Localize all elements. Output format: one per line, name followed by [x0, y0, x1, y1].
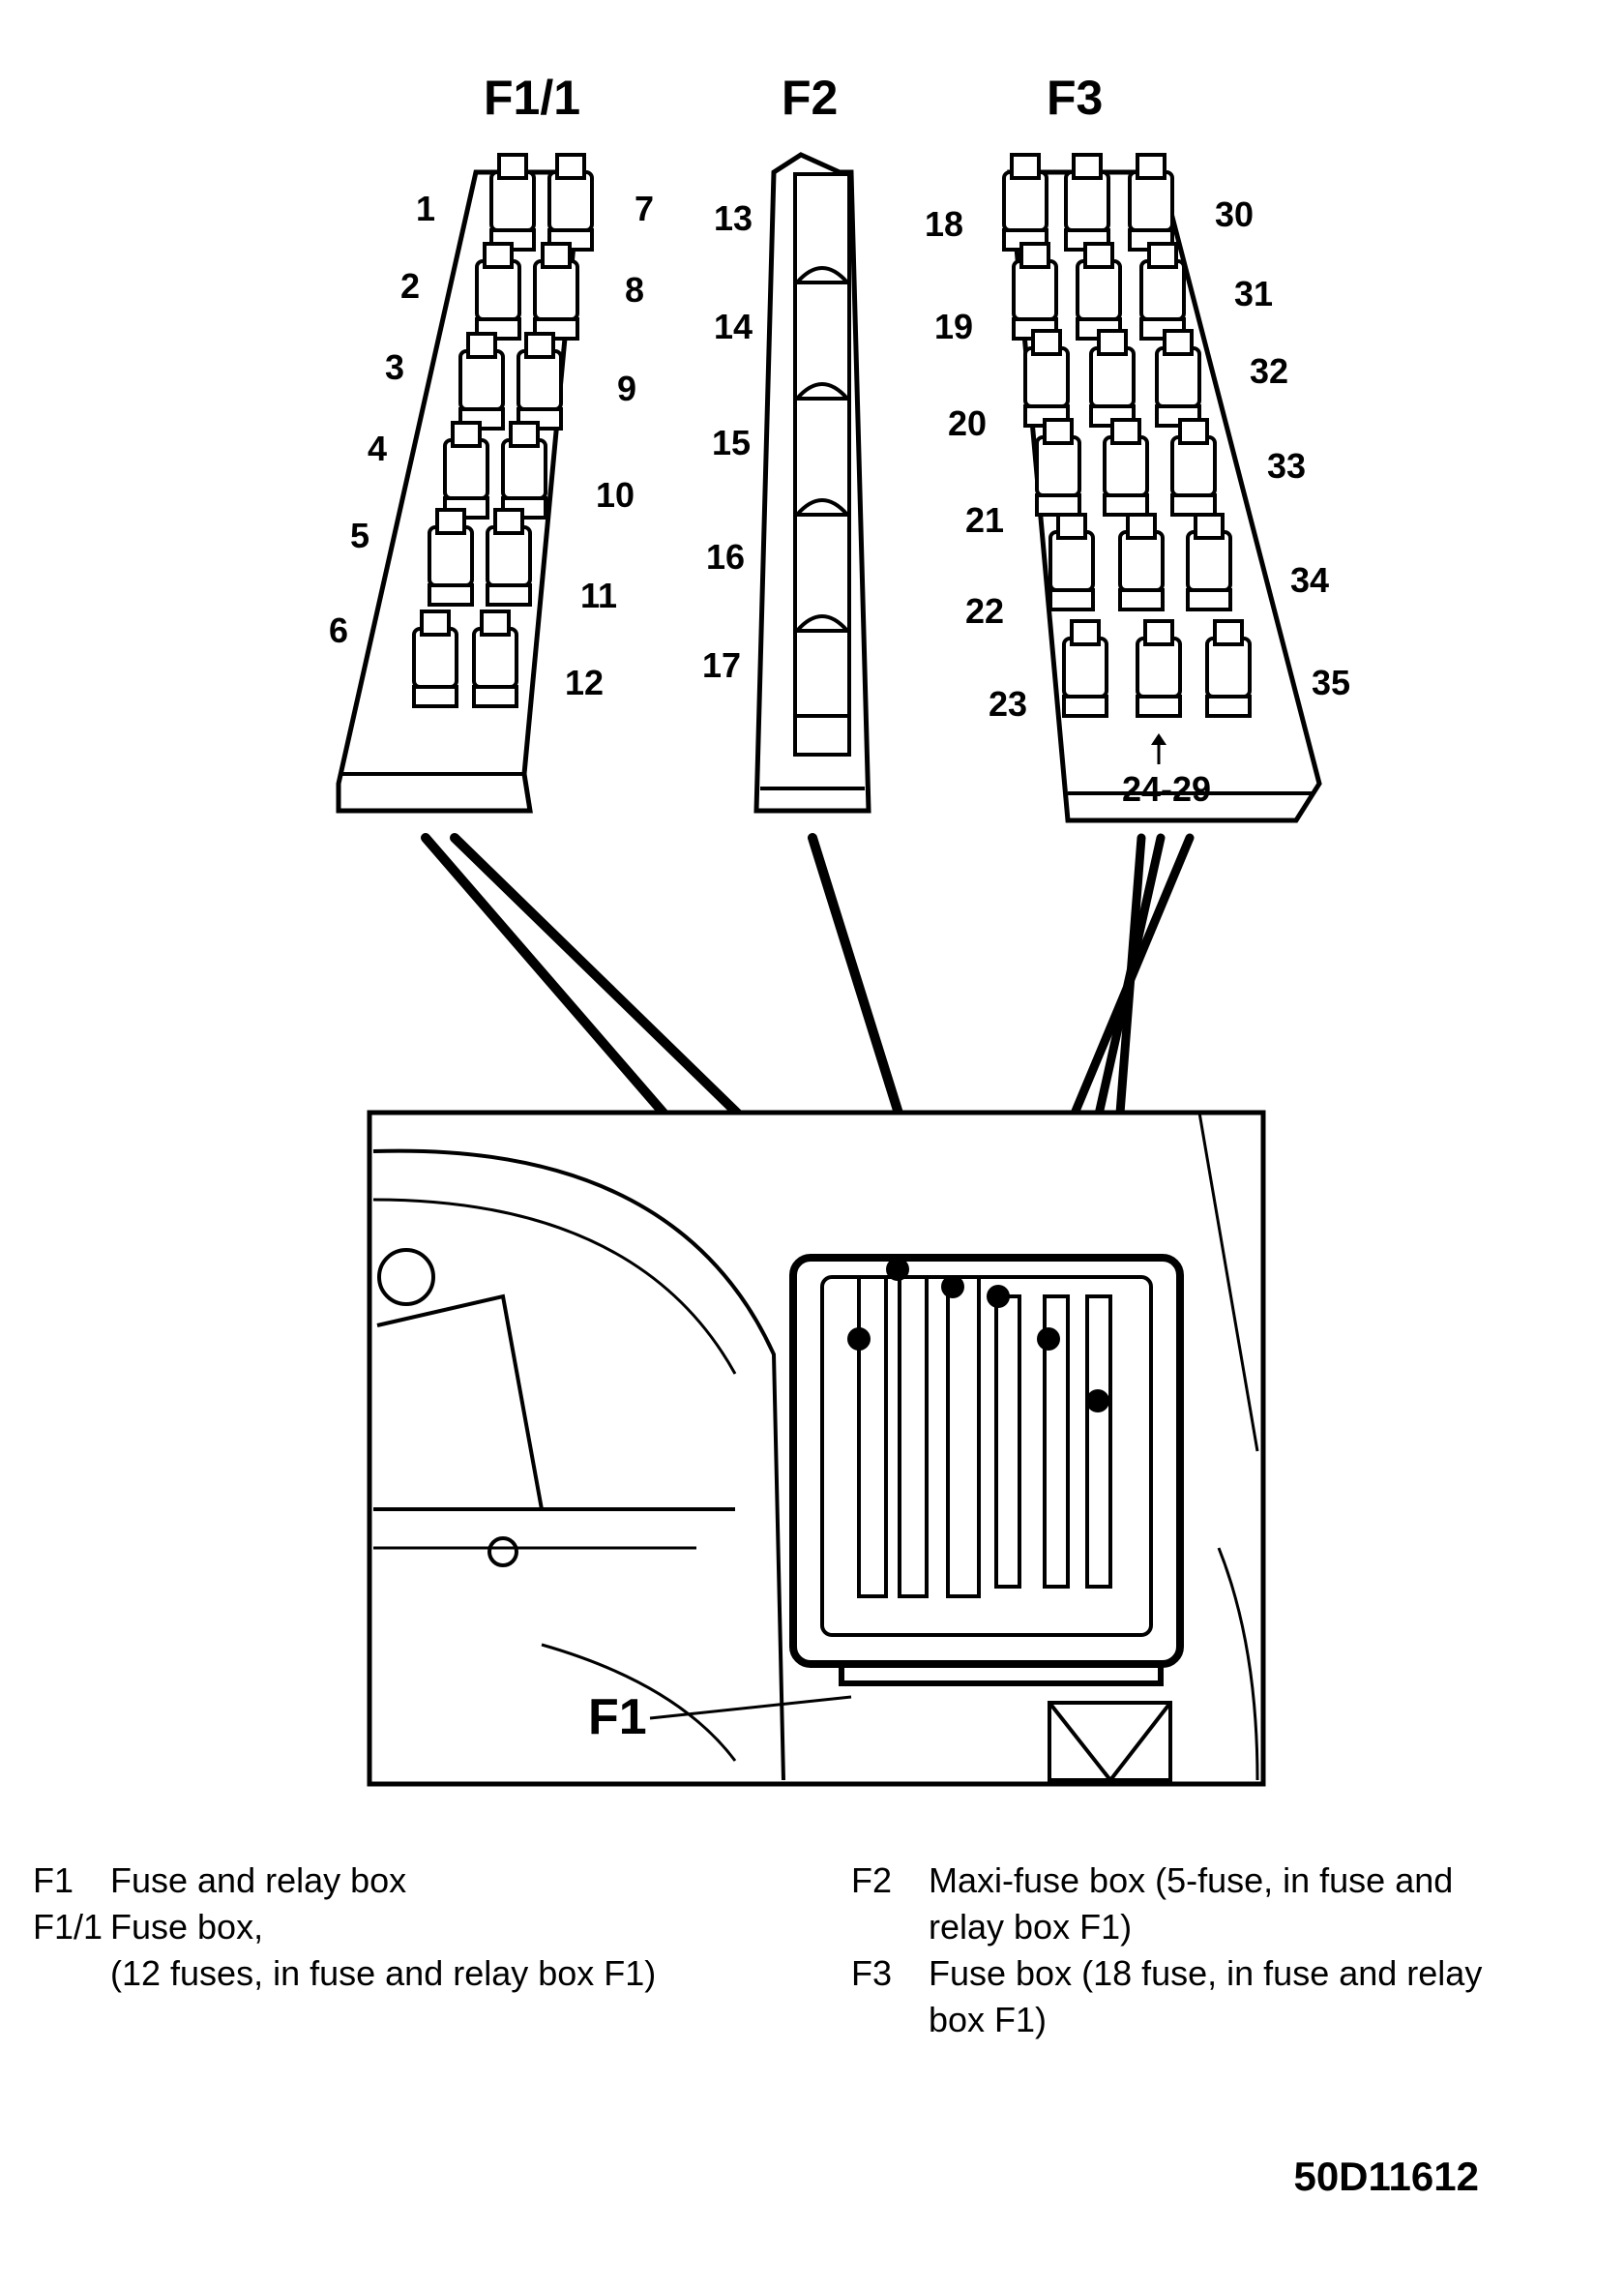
fuse-number-12: 12 [565, 663, 604, 702]
connection-points [847, 1258, 1109, 1412]
fuse-number-8: 8 [625, 270, 644, 310]
fuse-number-24-29: 24-29 [1122, 769, 1211, 809]
fuse-number-7: 7 [635, 189, 654, 228]
fuse-number-4: 4 [368, 429, 387, 468]
fuse-number-32: 32 [1250, 351, 1288, 391]
fuse-number-22: 22 [965, 591, 1004, 631]
fuse-number-2: 2 [400, 266, 420, 306]
f3-panel: 18 19 20 21 22 23 30 31 32 33 34 35 24-2… [925, 153, 1350, 823]
header-f3: F3 [1047, 71, 1103, 125]
fuse-number-13: 13 [714, 198, 753, 238]
fuse-number-1: 1 [416, 189, 435, 228]
legend-desc-line1: Maxi-fuse box (5-fuse, in fuse and [929, 1860, 1454, 1900]
legend-desc: Maxi-fuse box (5-fuse, in fuse and relay… [929, 1858, 1606, 1950]
fuse-number-16: 16 [706, 537, 745, 577]
fuse-number-9: 9 [617, 369, 636, 408]
header-f1-1: F1/1 [484, 71, 580, 125]
engine-bay-illustration [367, 1110, 1266, 1787]
fuse-number-17: 17 [702, 645, 741, 685]
f1-1-panel: 1 2 3 4 5 6 7 8 9 10 11 12 [329, 153, 654, 814]
legend-left: F1 Fuse and relay box F1/1 Fuse box, (12… [33, 1858, 845, 1997]
fuse-number-34: 34 [1290, 560, 1329, 600]
fuse-box-diagram: F1/1 F2 F3 1 2 3 4 5 6 7 8 9 10 11 12 [329, 71, 1350, 1787]
fuse-number-6: 6 [329, 610, 348, 650]
fuse-number-5: 5 [350, 516, 369, 555]
fuse-number-11: 11 [580, 576, 617, 615]
callout-f1: F1 [588, 1689, 647, 1745]
fuse-number-21: 21 [965, 500, 1004, 540]
figure-code: 50D11612 [1293, 2154, 1479, 2199]
legend-item-f1: F1 Fuse and relay box [33, 1858, 845, 1904]
legend-code: F1 [33, 1860, 74, 1900]
legend-desc-line2: box F1) [929, 2000, 1048, 2039]
fuse-number-33: 33 [1267, 446, 1306, 486]
legend-desc-line2: relay box F1) [929, 1907, 1133, 1947]
legend-desc-line1: Fuse box (18 fuse, in fuse and relay [929, 1953, 1483, 1993]
fuse-number-19: 19 [934, 307, 973, 346]
fuse-number-14: 14 [714, 307, 753, 346]
legend-code: F3 [851, 1953, 893, 1993]
header-f2: F2 [782, 71, 838, 125]
legend-desc: Fuse and relay box [110, 1860, 407, 1900]
legend-item-f1-1: F1/1 Fuse box, (12 fuses, in fuse and re… [33, 1904, 845, 1997]
legend-code: F1/1 [33, 1907, 103, 1947]
f2-maxi-fuses [795, 266, 849, 718]
fuse-number-23: 23 [989, 684, 1027, 724]
fuse-number-35: 35 [1312, 663, 1350, 702]
fuse-number-15: 15 [712, 423, 751, 462]
fuse-number-18: 18 [925, 204, 963, 244]
fuse-number-30: 30 [1215, 194, 1254, 234]
legend-desc: Fuse box (18 fuse, in fuse and relay box… [929, 1950, 1606, 2043]
legend-item-f2: F2 Maxi-fuse box (5-fuse, in fuse and re… [851, 1858, 1606, 1950]
fuse-number-3: 3 [385, 347, 404, 387]
legend-right: F2 Maxi-fuse box (5-fuse, in fuse and re… [851, 1858, 1606, 2043]
fuse-number-10: 10 [596, 475, 635, 515]
legend-desc-line2: (12 fuses, in fuse and relay box F1) [110, 1953, 657, 1993]
legend-item-f3: F3 Fuse box (18 fuse, in fuse and relay … [851, 1950, 1606, 2043]
fuse-number-20: 20 [948, 403, 987, 443]
legend-code: F2 [851, 1860, 893, 1900]
f2-panel: 13 14 15 16 17 [702, 152, 871, 814]
legend-desc: Fuse box, (12 fuses, in fuse and relay b… [110, 1904, 845, 1997]
fuse-number-31: 31 [1234, 274, 1273, 313]
legend-desc-line1: Fuse box, [110, 1907, 264, 1947]
